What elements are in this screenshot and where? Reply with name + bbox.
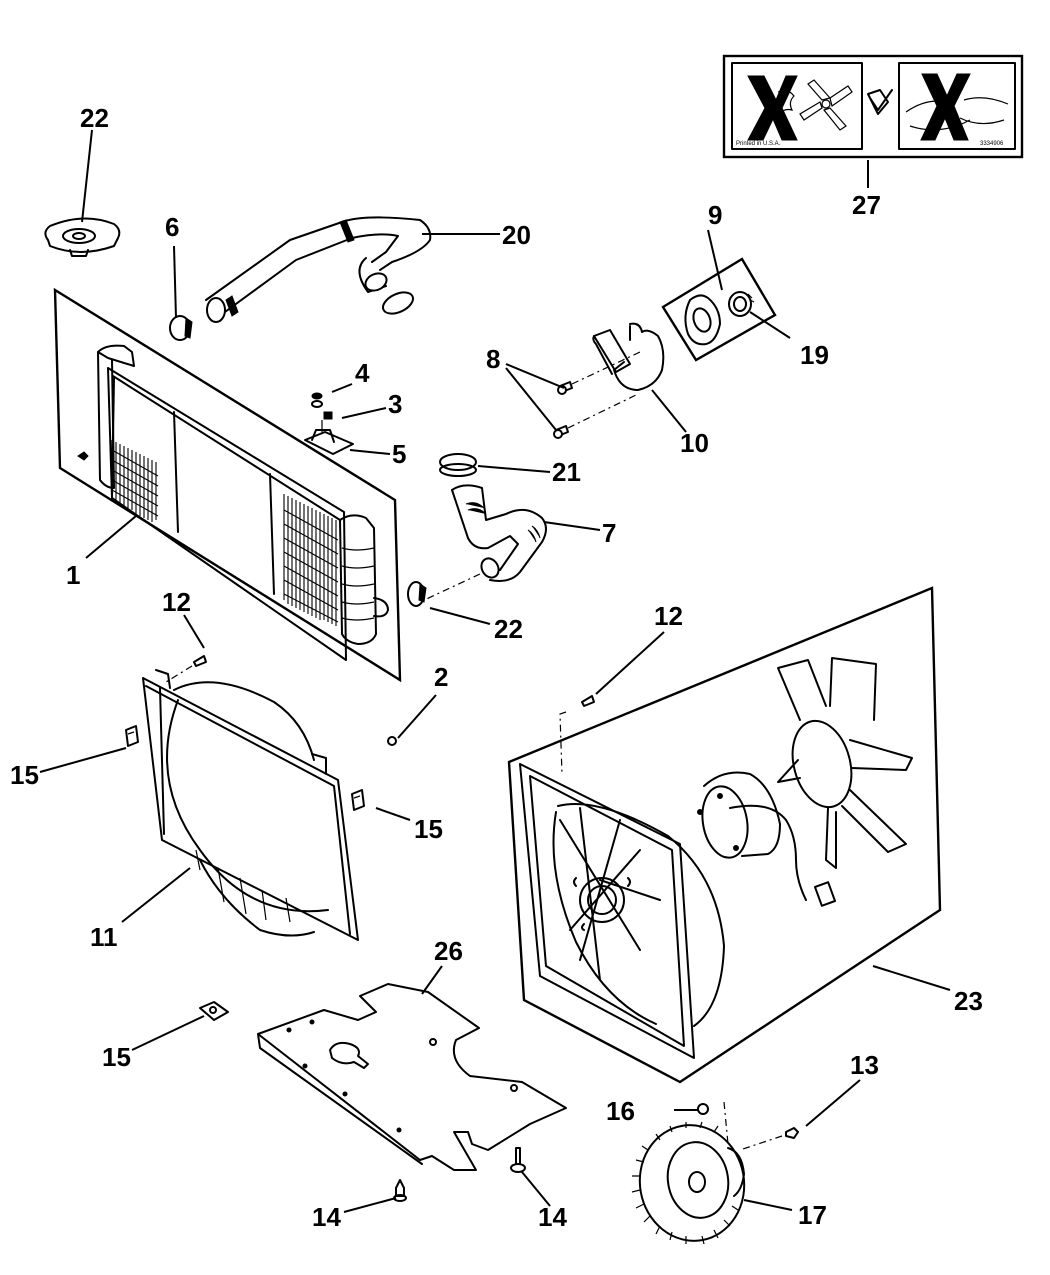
bolt-14-right[interactable] (510, 1147, 526, 1173)
callout-10[interactable]: 10 (680, 428, 709, 458)
radiator-core-left (111, 440, 159, 522)
callout-16[interactable]: 16 (606, 1096, 635, 1126)
bolt-13[interactable] (723, 1101, 799, 1151)
leader-lines (39, 129, 951, 1213)
nut-3[interactable] (323, 411, 333, 420)
radiator-cap-24[interactable] (44, 217, 121, 257)
callout-13[interactable]: 13 (850, 1050, 879, 1080)
callout-labels: 22 6 20 9 19 8 10 4 3 5 21 7 1 22 12 12 … (10, 103, 983, 1232)
callout-19[interactable]: 19 (800, 340, 829, 370)
fan-clutch-17[interactable] (631, 1117, 754, 1249)
callout-15-left[interactable]: 15 (10, 760, 39, 790)
fan-blade-icon (799, 79, 853, 131)
callout-7[interactable]: 7 (602, 518, 616, 548)
callout-14-left[interactable]: 14 (312, 1202, 341, 1232)
clip-nut-15-left[interactable] (125, 725, 139, 747)
washer-4[interactable] (311, 392, 323, 408)
radiator-core-right (283, 494, 339, 626)
bolts-8[interactable] (553, 351, 641, 439)
warning-label-27[interactable]: Printed in U.S.A. 3334906 (722, 54, 1024, 159)
fan-motor (697, 771, 836, 907)
hose-clamp-22[interactable] (407, 581, 427, 607)
clip-nut-15-right[interactable] (351, 789, 365, 811)
label-code: 3334906 (980, 141, 1004, 147)
callout-12-right[interactable]: 12 (654, 601, 683, 631)
prohibit-x-icon-2 (920, 73, 971, 141)
clip-nut-15-lower[interactable] (199, 1001, 229, 1021)
callout-8[interactable]: 8 (486, 344, 500, 374)
callout-26[interactable]: 26 (434, 936, 463, 966)
callout-4[interactable]: 4 (355, 358, 370, 388)
callout-23[interactable]: 23 (954, 986, 983, 1016)
callout-22[interactable]: 22 (494, 614, 523, 644)
splash-shield-26[interactable] (257, 983, 567, 1171)
callout-1[interactable]: 1 (66, 560, 80, 590)
callout-12-left[interactable]: 12 (162, 587, 191, 617)
fan-blades (777, 657, 913, 869)
thermostat-19[interactable] (728, 291, 755, 317)
screw-12-left[interactable] (165, 655, 207, 683)
hose-clamp-6[interactable] (169, 315, 193, 341)
callout-15-lower[interactable]: 15 (102, 1042, 131, 1072)
callout-5[interactable]: 5 (392, 439, 406, 469)
callout-21[interactable]: 21 (552, 457, 581, 487)
callout-15-right[interactable]: 15 (414, 814, 443, 844)
callout-2[interactable]: 2 (434, 662, 448, 692)
callout-3[interactable]: 3 (388, 389, 402, 419)
callout-6[interactable]: 6 (165, 212, 179, 242)
callout-14-right[interactable]: 14 (538, 1202, 567, 1232)
callout-20[interactable]: 20 (502, 220, 531, 250)
radiator-1[interactable] (53, 287, 402, 683)
thermostat-gasket-9[interactable] (661, 257, 777, 362)
callout-9[interactable]: 9 (708, 200, 722, 230)
thermostat-housing-10[interactable] (592, 322, 665, 391)
callout-24[interactable]: 22 (80, 103, 109, 133)
callout-11[interactable]: 11 (90, 922, 118, 952)
nut-16[interactable] (697, 1103, 709, 1115)
lower-radiator-hose-7[interactable] (419, 484, 547, 603)
callout-17[interactable]: 17 (798, 1200, 827, 1230)
label-caption: Printed in U.S.A. (736, 141, 781, 147)
radiator-bracket-5[interactable] (304, 420, 354, 455)
fan-shroud-11[interactable] (142, 669, 359, 941)
check-icon (867, 89, 893, 115)
prohibit-x-icon (747, 75, 798, 141)
screw-12-right[interactable] (581, 695, 595, 707)
upper-radiator-hose-20[interactable] (205, 216, 432, 323)
nut-2[interactable] (387, 736, 397, 746)
hose-clamp-21[interactable] (439, 453, 477, 477)
electric-fan-assembly-23[interactable] (507, 586, 942, 1084)
callout-27[interactable]: 27 (852, 190, 881, 220)
